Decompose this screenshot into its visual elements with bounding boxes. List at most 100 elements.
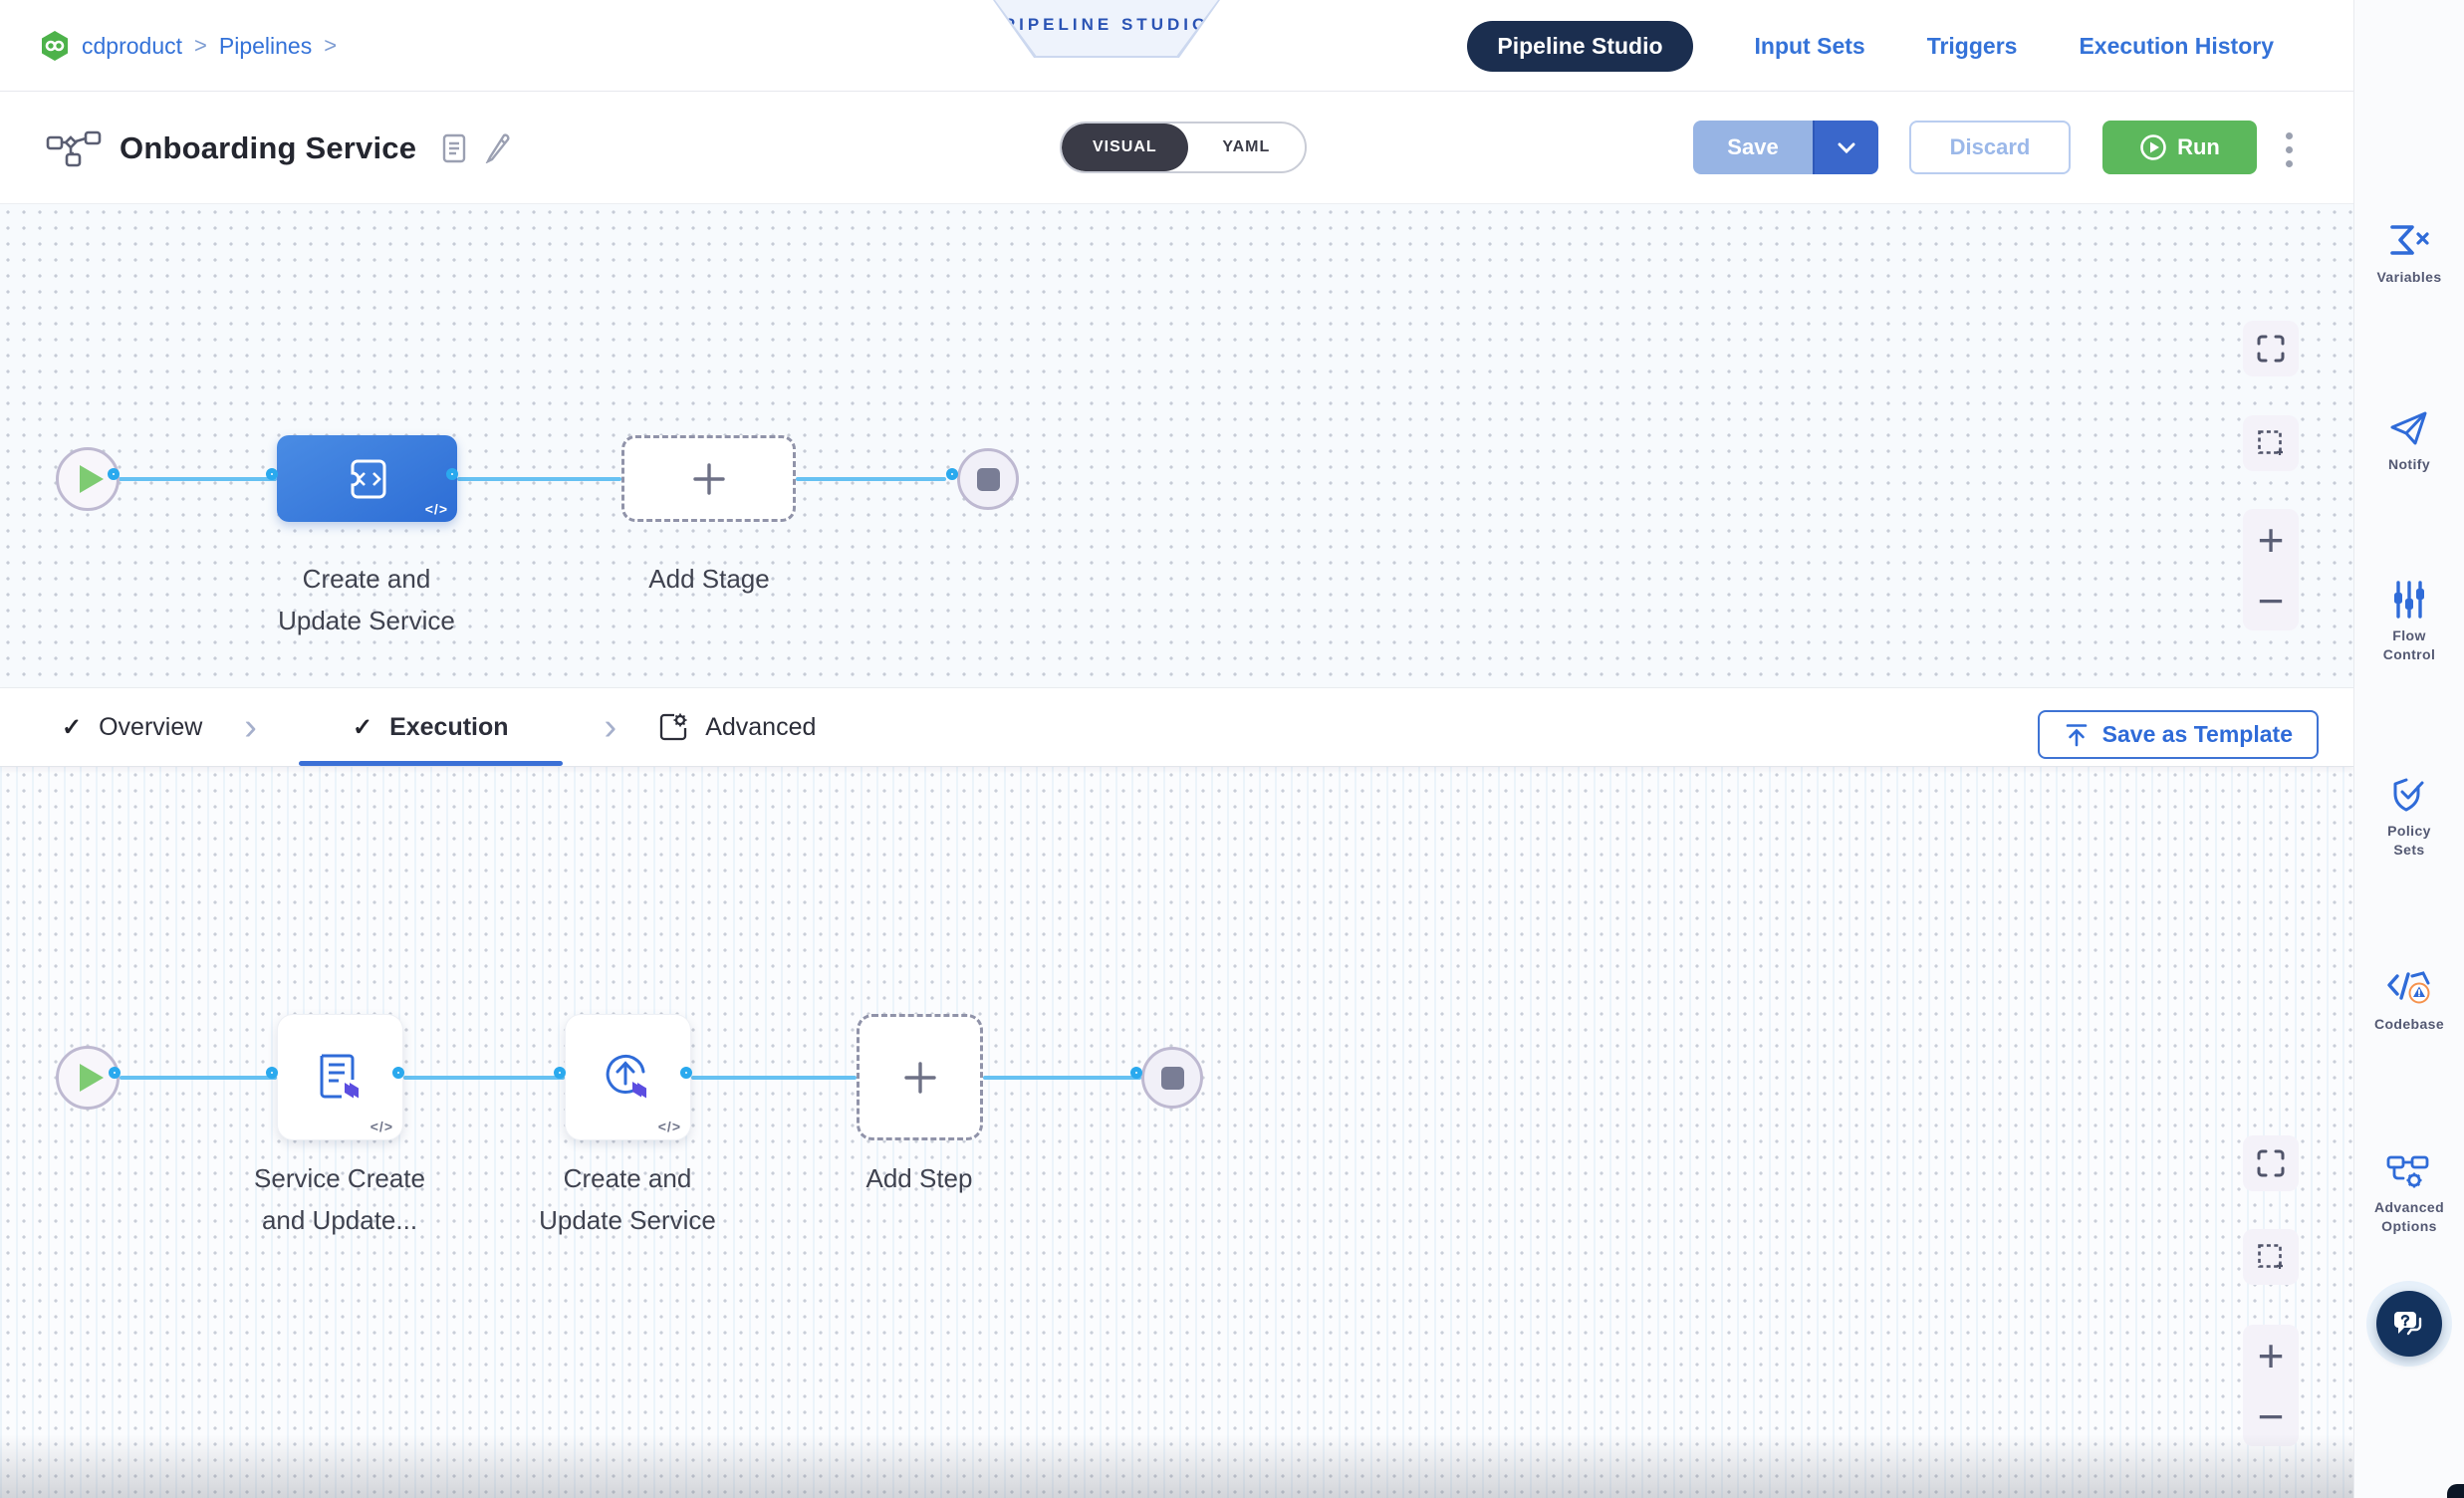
run-button[interactable]: Run [2102, 121, 2257, 174]
save-dropdown-button[interactable] [1813, 121, 1878, 174]
code-badge: </> [657, 1119, 681, 1134]
flow-line [457, 477, 621, 481]
sidebar-item-variables[interactable]: Variables [2354, 221, 2464, 287]
connector-port[interactable] [108, 468, 120, 480]
breadcrumb-separator: > [194, 33, 207, 58]
tab-overview[interactable]: ✓ Overview [62, 712, 203, 741]
tab-input-sets[interactable]: Input Sets [1754, 32, 1865, 59]
upload-template-icon [2066, 723, 2087, 746]
add-step-button[interactable] [857, 1014, 983, 1140]
fullscreen-icon [2257, 1149, 2285, 1177]
breadcrumb-pipelines[interactable]: Pipelines [218, 32, 313, 59]
more-options-kebab-icon[interactable] [2279, 126, 2299, 172]
connector-port[interactable] [392, 1067, 404, 1079]
help-chat-button[interactable] [2376, 1291, 2442, 1357]
service-script-step-icon [320, 1054, 359, 1098]
flow-line [403, 1076, 565, 1080]
notify-paper-plane-icon [2390, 411, 2427, 445]
zoom-controls: + − [2243, 1325, 2299, 1446]
add-stage-label: Add Stage [648, 564, 770, 594]
save-button[interactable]: Save [1693, 121, 1813, 174]
flow-line [691, 1076, 857, 1080]
tab-triggers[interactable]: Triggers [1926, 32, 2018, 59]
header-actions: Save Discard Run [1693, 121, 2257, 174]
zoom-controls: + − [2243, 509, 2299, 630]
connector-port[interactable] [554, 1067, 566, 1079]
connector-port[interactable] [266, 468, 278, 480]
zoom-in-button[interactable]: + [2257, 1329, 2285, 1381]
zoom-in-button[interactable]: + [2257, 513, 2285, 566]
advanced-settings-icon [660, 713, 687, 741]
pipeline-header: Onboarding Service VISUAL YAML Save [0, 92, 2353, 204]
connector-port[interactable] [1130, 1067, 1142, 1079]
execution-end-node[interactable] [1141, 1047, 1203, 1109]
discard-button[interactable]: Discard [1909, 121, 2071, 174]
sidebar-item-policy-sets[interactable]: Policy Sets [2354, 775, 2464, 860]
sidebar-item-advanced-options[interactable]: Advanced Options [2354, 1153, 2464, 1236]
flow-line [120, 1076, 277, 1080]
fullscreen-button[interactable] [2243, 321, 2299, 376]
custom-stage-icon [351, 459, 385, 498]
code-badge: </> [370, 1119, 393, 1134]
toggle-yaml[interactable]: YAML [1222, 138, 1271, 155]
plus-icon [692, 462, 725, 495]
connector-port[interactable] [680, 1067, 692, 1079]
execution-step-canvas[interactable]: </> </> Service Create [0, 767, 2353, 1498]
right-rail: Variables Notify Flow Control [2353, 0, 2464, 1498]
tab-advanced[interactable]: Advanced [658, 688, 816, 766]
save-as-template-button[interactable]: Save as Template [2037, 710, 2319, 759]
tab-execution-history[interactable]: Execution History [2079, 32, 2274, 59]
add-stage-button[interactable] [621, 435, 796, 522]
flow-line [796, 477, 946, 481]
breadcrumb: cdproduct > Pipelines > [40, 0, 337, 92]
execution-start-node[interactable] [56, 1046, 120, 1110]
pipeline-start-node[interactable] [56, 447, 120, 511]
description-icon[interactable] [442, 133, 466, 163]
pipeline-end-node[interactable] [957, 448, 1019, 510]
flow-line [983, 1076, 1141, 1080]
connector-port[interactable] [446, 468, 458, 480]
flow-control-sliders-icon [2394, 581, 2424, 619]
step-node-create-update-service[interactable]: </> [565, 1014, 691, 1140]
pipeline-graph-icon [46, 127, 102, 169]
multi-select-button[interactable] [2243, 415, 2299, 471]
connector-port[interactable] [266, 1067, 278, 1079]
selection-box-icon [2258, 1244, 2283, 1269]
variables-sigma-icon [2390, 225, 2429, 255]
tab-execution[interactable]: ✓ Execution [298, 688, 563, 766]
code-badge: </> [424, 501, 448, 517]
run-play-icon [2140, 134, 2166, 160]
visual-yaml-toggle: VISUAL YAML [1060, 122, 1307, 173]
stop-icon [1160, 1066, 1184, 1090]
edit-pencil-icon[interactable] [484, 133, 512, 163]
banner-label: PIPELINE STUDIO [1003, 15, 1210, 34]
breadcrumb-separator: > [324, 33, 338, 58]
tab-pipeline-studio[interactable]: Pipeline Studio [1467, 20, 1693, 72]
sidebar-item-notify[interactable]: Notify [2354, 410, 2464, 474]
advanced-options-icon [2386, 1155, 2429, 1188]
step-node-service-create-update[interactable]: </> [277, 1014, 403, 1140]
connector-port[interactable] [109, 1067, 121, 1079]
multi-select-button[interactable] [2243, 1229, 2299, 1285]
sidebar-item-codebase[interactable]: Codebase [2354, 968, 2464, 1034]
top-nav-tabs: Pipeline Studio Input Sets Triggers Exec… [1467, 0, 2274, 92]
policy-shield-check-icon [2393, 778, 2424, 812]
stage-tab-strip: ✓ Overview › ✓ Execution › Advanced Save… [0, 687, 2353, 767]
pipeline-studio-banner: PIPELINE STUDIO [993, 0, 1220, 58]
codebase-warning-icon [2387, 971, 2430, 1004]
zoom-out-button[interactable]: − [2257, 574, 2285, 626]
plus-icon [903, 1061, 936, 1094]
connector-port[interactable] [946, 468, 958, 480]
chat-question-icon [2394, 1312, 2422, 1336]
add-step-label: Add Step [865, 1163, 973, 1193]
fullscreen-icon [2257, 335, 2285, 363]
breadcrumb-project[interactable]: cdproduct [82, 32, 183, 59]
stage-canvas[interactable]: </> Create and Update Service Add Stage [0, 204, 2353, 687]
toggle-visual[interactable]: VISUAL [1062, 124, 1188, 171]
sidebar-item-flow-control[interactable]: Flow Control [2354, 580, 2464, 664]
check-icon: ✓ [352, 713, 373, 741]
fullscreen-button[interactable] [2243, 1135, 2299, 1191]
stage-node-create-update-service[interactable]: </> [277, 435, 457, 522]
zoom-out-button[interactable]: − [2257, 1389, 2285, 1442]
